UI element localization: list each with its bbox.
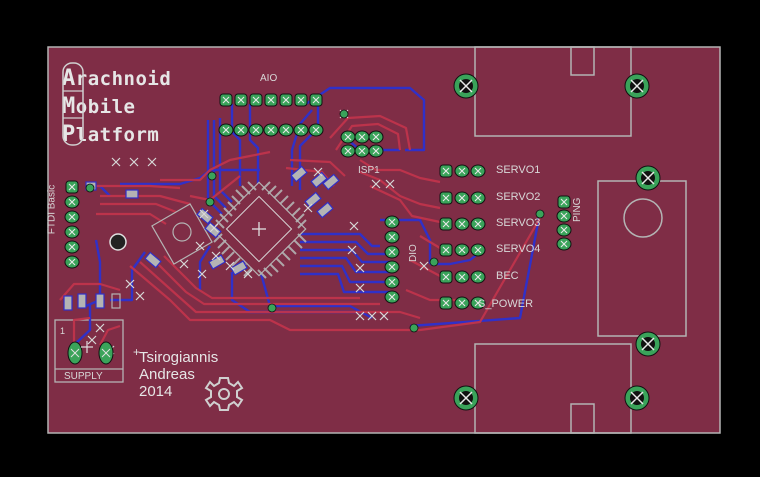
ftdi-pad <box>64 195 80 209</box>
author-year: 2014 <box>139 383 173 400</box>
dio-pad <box>384 275 400 289</box>
ic-pins <box>213 181 307 279</box>
aio-pad-lower <box>293 123 309 137</box>
ping-pad <box>556 237 572 251</box>
s-power-label: S_POWER <box>478 298 534 310</box>
servo-pad <box>454 164 470 178</box>
servo-pad <box>454 270 470 284</box>
ftdi-pad <box>64 255 80 269</box>
dio-pad <box>384 215 400 229</box>
aio-pad <box>219 93 233 107</box>
servo4-label: SERVO4 <box>496 243 541 255</box>
servo-pad <box>439 243 453 257</box>
aio-pad <box>279 93 293 107</box>
servo-pad <box>439 270 453 284</box>
servo-pad <box>439 191 453 205</box>
aio-pad-lower <box>248 123 264 137</box>
servo-pad <box>470 164 486 178</box>
ping-label: PING <box>572 197 583 222</box>
isp-label: ISP1 <box>358 165 380 176</box>
ftdi-label: FTDI Basic <box>46 184 58 235</box>
aio-pad-lower <box>218 123 234 137</box>
dio-label: DIO <box>408 244 419 262</box>
dio-pad <box>384 290 400 304</box>
ping-pad <box>556 209 572 223</box>
servo-pad <box>454 217 470 231</box>
black-via <box>109 233 127 251</box>
title-rest-1: rachnoid <box>75 68 172 90</box>
ping-pad <box>556 223 572 237</box>
title-line-2: Mobile <box>62 94 135 119</box>
aio-pad <box>309 93 323 107</box>
aio-label: AIO <box>260 73 278 84</box>
title-line-3: Platform <box>62 122 159 147</box>
mounting-hole-icon <box>453 385 479 411</box>
servo-pad <box>454 296 470 310</box>
title-initial-m: M <box>62 94 76 119</box>
aio-pad <box>264 93 278 107</box>
title-rest-2: obile <box>75 96 136 118</box>
title-rest-3: latform <box>75 124 160 146</box>
supply-label: SUPPLY <box>64 371 103 382</box>
aio-pad-lower <box>233 123 249 137</box>
title-initial-a: A <box>62 66 76 91</box>
author-last: Andreas <box>139 366 195 383</box>
isp-pad <box>340 144 356 158</box>
servo-pad <box>470 243 486 257</box>
ftdi-pad <box>65 180 79 194</box>
svg-text:1: 1 <box>60 326 65 336</box>
isp-pad <box>368 144 384 158</box>
dio-pad <box>384 230 400 244</box>
ftdi-pad <box>64 240 80 254</box>
mounting-hole-icon <box>453 73 479 99</box>
servo1-label: SERVO1 <box>496 164 541 176</box>
isp-pad <box>368 130 384 144</box>
aio-pad <box>249 93 263 107</box>
mounting-hole-icon <box>624 385 650 411</box>
aio-pad-lower <box>308 123 324 137</box>
open-hardware-gear-icon <box>204 377 244 411</box>
bec-label: BEC <box>496 270 519 282</box>
pads-layer <box>64 93 572 310</box>
dio-pad <box>384 245 400 259</box>
servo-pad <box>470 270 486 284</box>
aio-pad-lower <box>263 123 279 137</box>
servo-pad <box>454 243 470 257</box>
aio-pad-lower <box>278 123 294 137</box>
aio-pad <box>234 93 248 107</box>
servo3-label: SERVO3 <box>496 217 541 229</box>
title-line-1: Arachnoid <box>62 66 171 91</box>
ftdi-pad <box>64 225 80 239</box>
servo-pad <box>470 296 486 310</box>
servo-pad <box>470 217 486 231</box>
smd-components <box>63 165 340 311</box>
servo-pad <box>439 217 453 231</box>
mounting-hole-icon <box>635 331 661 357</box>
ping-pad <box>557 195 571 209</box>
servo-pad <box>439 296 453 310</box>
mounting-hole-icon <box>635 165 661 191</box>
aio-pad <box>294 93 308 107</box>
dio-pad <box>384 260 400 274</box>
servo-pad <box>439 164 453 178</box>
servo2-label: SERVO2 <box>496 191 541 203</box>
servo-pad <box>470 191 486 205</box>
author-block: Tsirogiannis Andreas 2014 <box>139 349 218 400</box>
servo-pad <box>454 191 470 205</box>
mounting-holes <box>453 73 661 411</box>
mounting-hole-icon <box>624 73 650 99</box>
author-first: Tsirogiannis <box>139 349 219 366</box>
isp-pad <box>340 130 356 144</box>
crystal-outline <box>151 203 213 265</box>
title-initial-p: P <box>62 122 76 147</box>
via-dots <box>85 109 545 333</box>
supply-terminal: 1 <box>60 326 114 365</box>
author-plus: + <box>133 345 141 359</box>
ftdi-pad <box>64 210 80 224</box>
